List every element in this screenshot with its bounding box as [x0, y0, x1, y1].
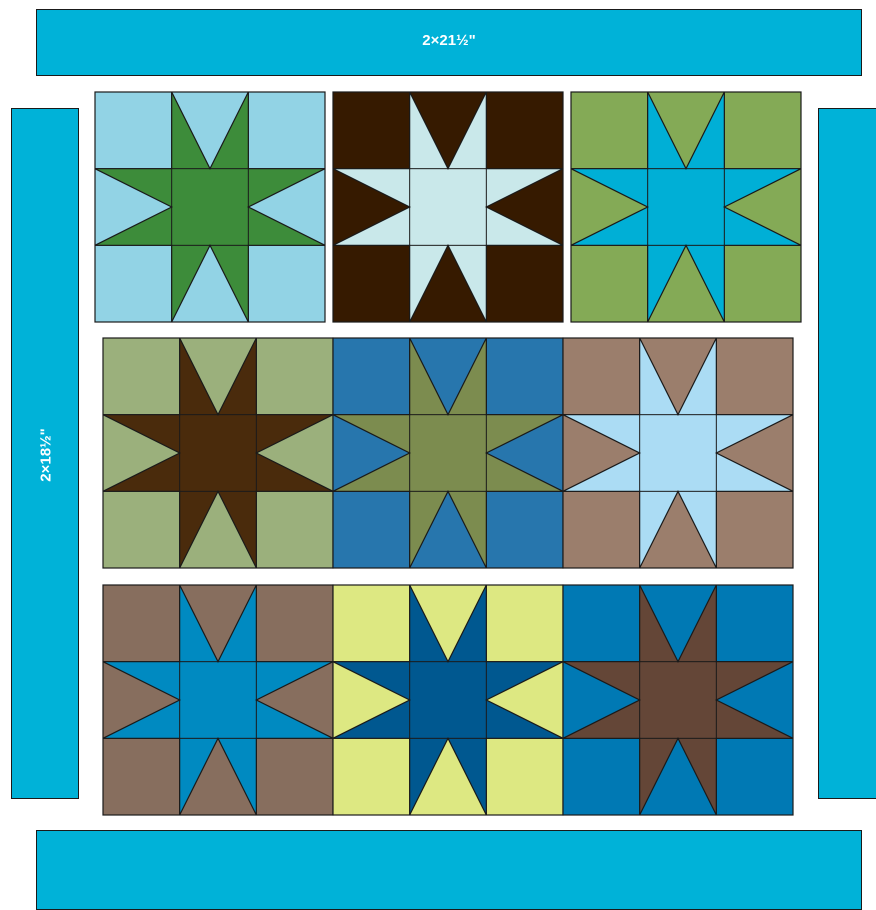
sawtooth-star-block — [333, 585, 563, 815]
sawtooth-star-block — [563, 585, 793, 815]
sawtooth-star-block — [563, 338, 793, 568]
sawtooth-star-block — [103, 338, 333, 568]
sawtooth-star-block — [333, 92, 563, 322]
sawtooth-star-block — [95, 92, 325, 322]
sawtooth-star-block — [333, 338, 563, 568]
sawtooth-star-block — [571, 92, 801, 322]
sawtooth-star-block — [103, 585, 333, 815]
